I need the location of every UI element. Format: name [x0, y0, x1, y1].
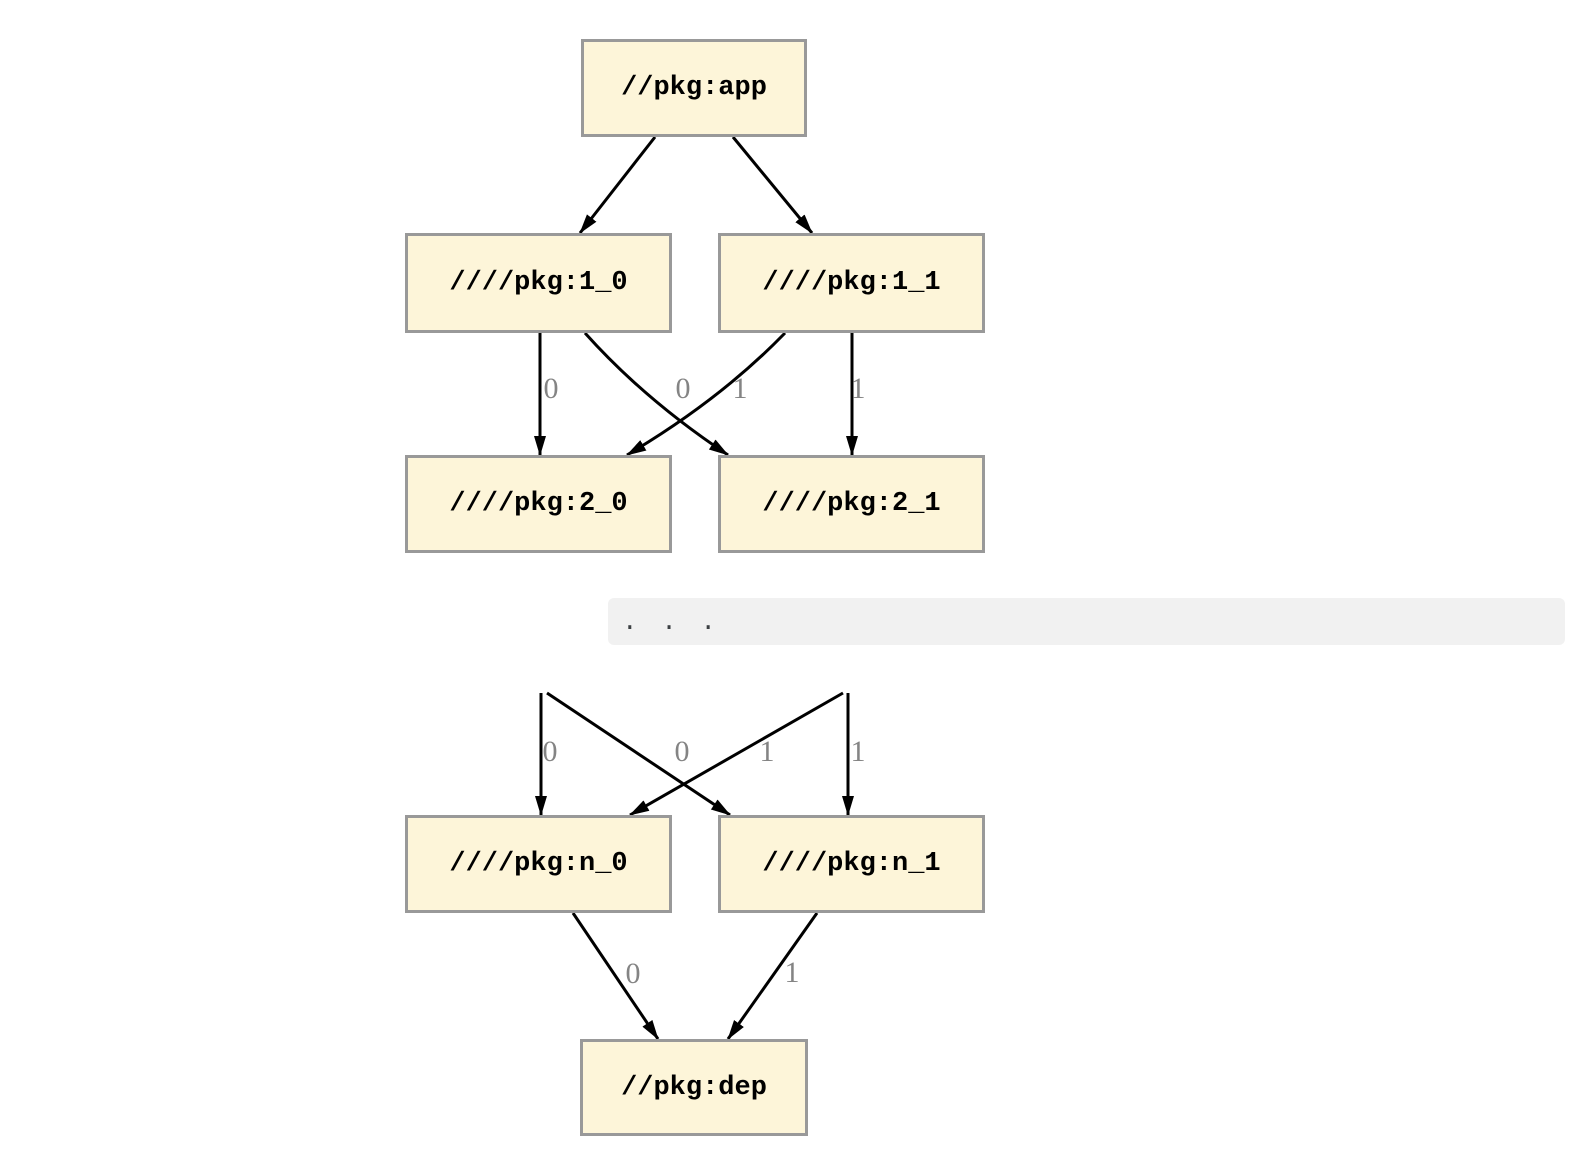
node-dep-label: //pkg:dep [621, 1072, 767, 1103]
node-n_1-label: ////pkg:n_1 [762, 849, 941, 879]
node-dep: //pkg:dep [580, 1039, 808, 1136]
node-2_1: ////pkg:2_1 [718, 455, 985, 553]
edge-label-1_1-2_0: 0 [675, 372, 691, 405]
edge-label-n_1-dep: 1 [784, 956, 800, 989]
node-2_1-label: ////pkg:2_1 [762, 489, 941, 519]
edge-app-1_1 [731, 136, 814, 234]
node-1_1: ////pkg:1_1 [718, 233, 985, 333]
edge-label-ellipsis-n_1-cross: 1 [759, 735, 775, 768]
edge-1_0-2_1 [583, 331, 729, 457]
edge-label-ellipsis-n_0-cross: 0 [674, 735, 690, 768]
code-ellipsis-block: . . . [608, 598, 1565, 645]
edge-label-ellipsis-n_0: 0 [542, 735, 558, 768]
node-app: //pkg:app [581, 39, 807, 137]
node-n_0: ////pkg:n_0 [405, 815, 672, 913]
edge-label-1_0-2_0: 0 [543, 372, 559, 405]
node-n_1: ////pkg:n_1 [718, 815, 985, 913]
node-n_0-label: ////pkg:n_0 [449, 849, 628, 879]
edge-ellipsis-n_1-cross [546, 691, 731, 817]
node-2_0: ////pkg:2_0 [405, 455, 672, 553]
node-app-label: //pkg:app [621, 73, 767, 103]
edge-label-ellipsis-n_1: 1 [850, 735, 866, 768]
edge-1_1-2_0 [626, 331, 787, 457]
edge-label-1_0-2_1: 1 [732, 372, 748, 405]
node-1_1-label: ////pkg:1_1 [762, 268, 941, 298]
edge-n_1-dep [726, 912, 819, 1040]
node-1_0-label: ////pkg:1_0 [449, 268, 628, 298]
node-1_0: ////pkg:1_0 [405, 233, 672, 333]
edge-label-1_1-2_1: 1 [850, 372, 866, 405]
edge-n_0-dep [571, 912, 660, 1040]
edge-ellipsis-n_0-cross [629, 691, 844, 817]
edge-label-n_0-dep: 0 [625, 957, 641, 990]
node-2_0-label: ////pkg:2_0 [449, 489, 628, 519]
ellipsis-text: . . . [622, 606, 721, 637]
edge-app-1_0 [578, 136, 657, 234]
